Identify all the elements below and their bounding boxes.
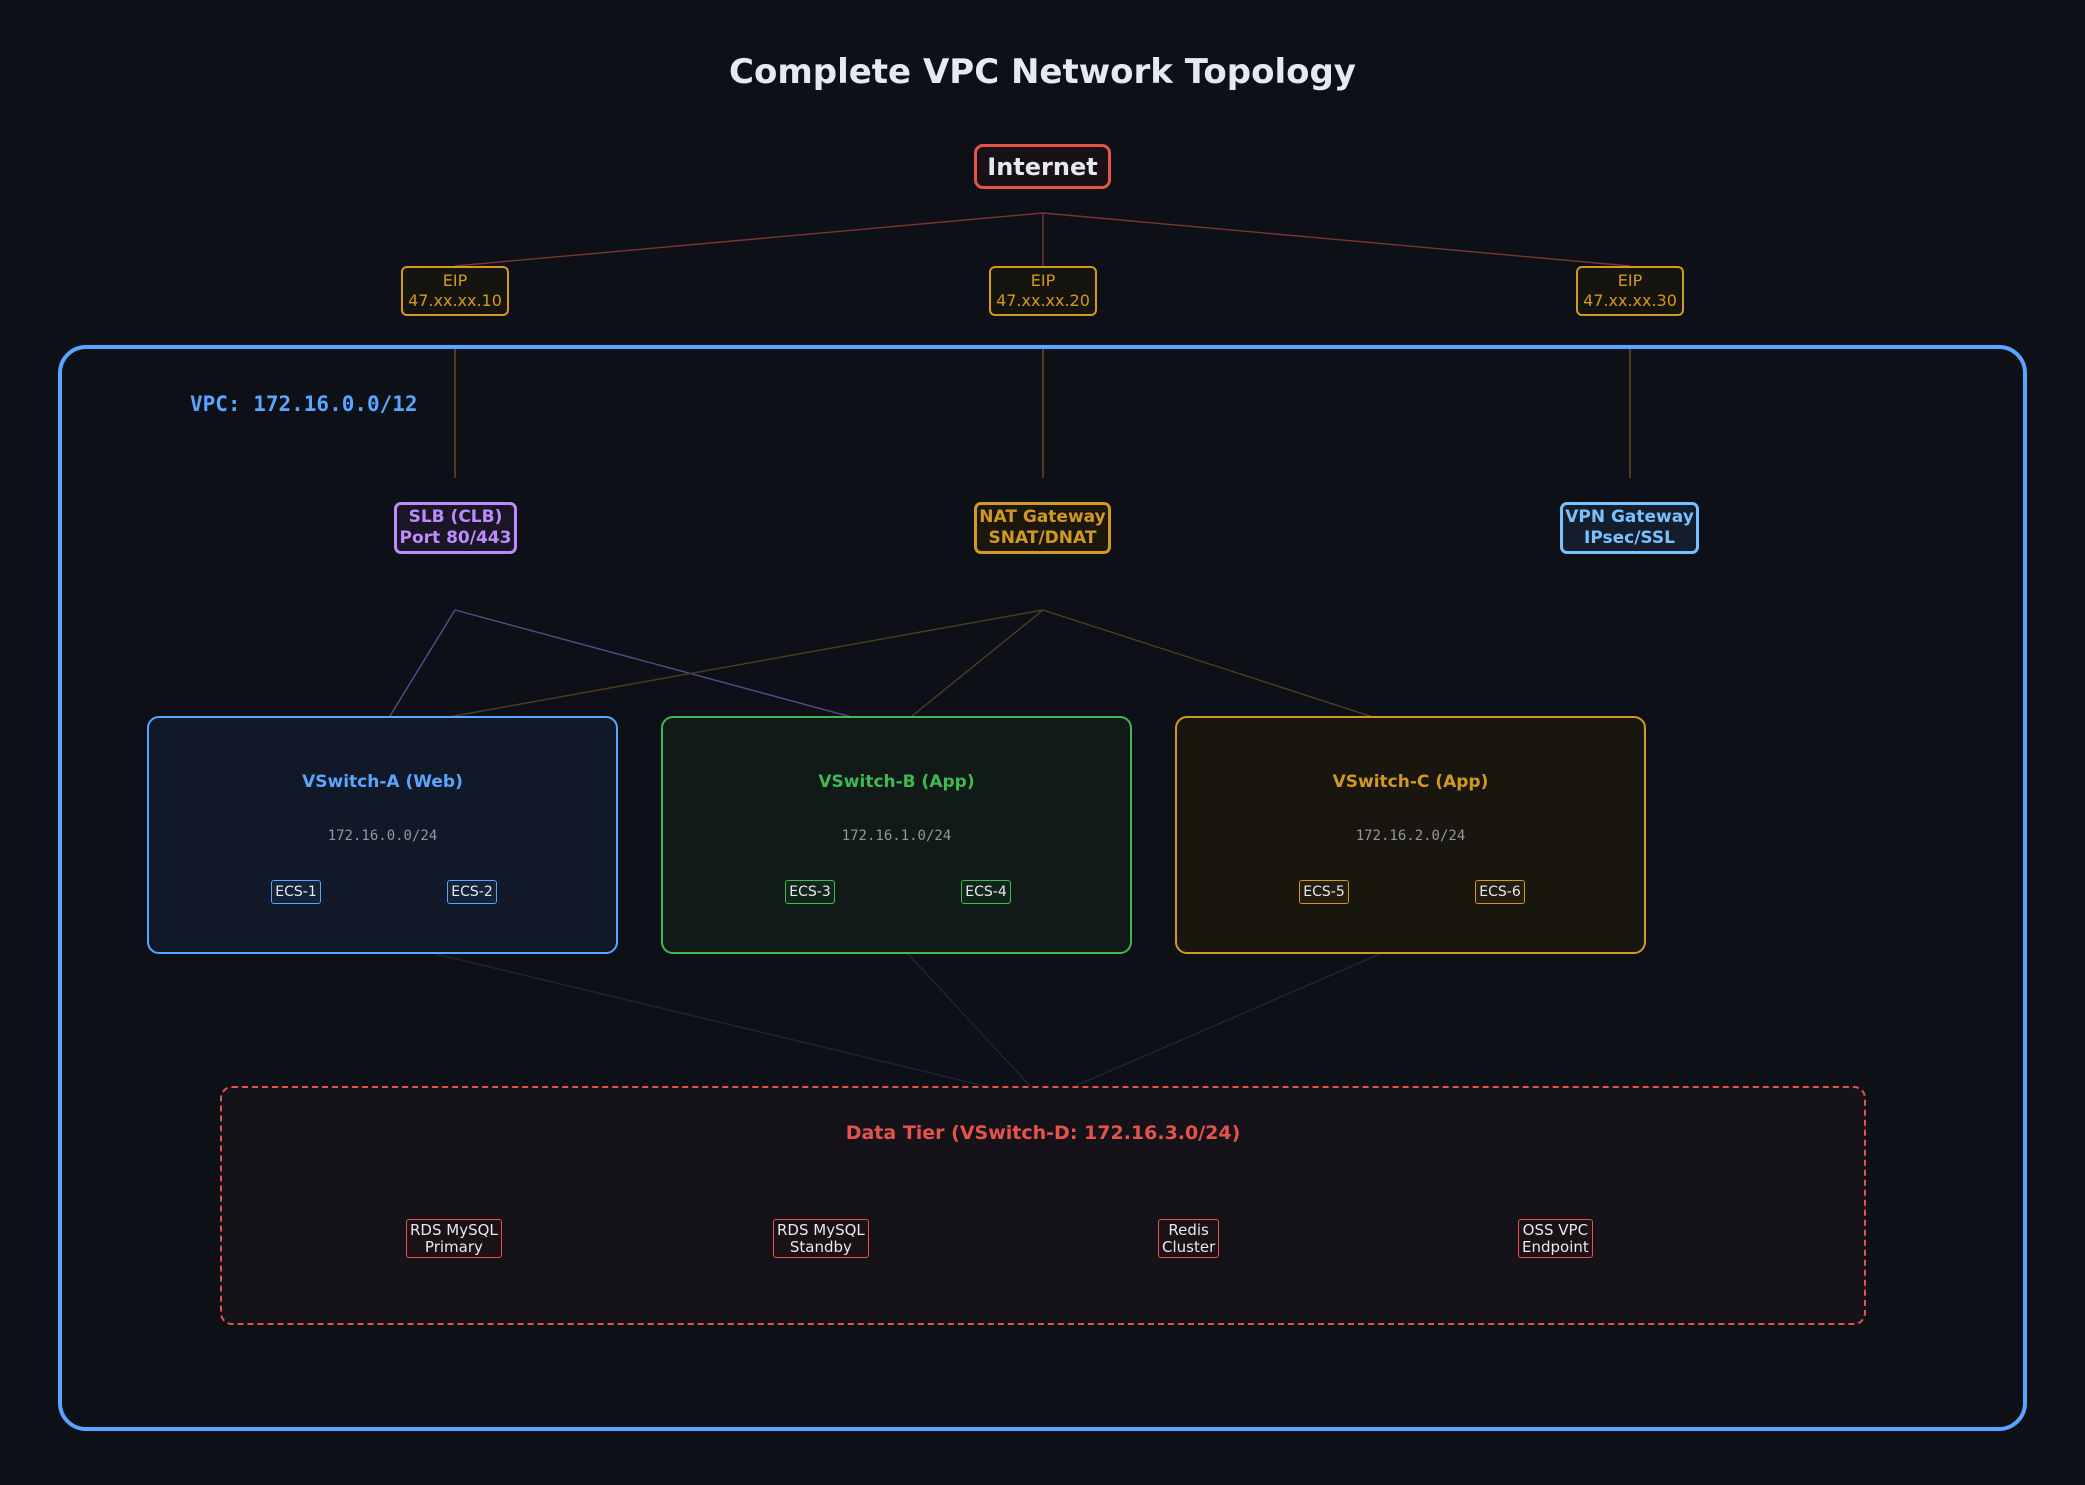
link-vswitch-b-data [895, 940, 1044, 1101]
data-tier-box: Data Tier (VSwitch-D: 172.16.3.0/24) [220, 1086, 1866, 1325]
vswitch-cidr: 172.16.0.0/24 [327, 828, 438, 844]
eip-node-2[interactable]: EIP 47.xx.xx.20 [989, 266, 1097, 316]
vswitch-cidr: 172.16.1.0/24 [841, 828, 952, 844]
internet-node[interactable]: Internet [974, 144, 1111, 189]
vswitch-name: VSwitch-B (App) [818, 772, 975, 792]
vpc-boundary [58, 345, 2027, 1431]
link-slb-vswitch-b [454, 609, 897, 730]
oss-endpoint-node[interactable]: OSS VPC Endpoint [1518, 1219, 1593, 1258]
nat-gateway-node[interactable]: NAT Gateway SNAT/DNAT [974, 502, 1111, 554]
slb-ports: Port 80/443 [399, 528, 512, 548]
vswitch-name: VSwitch-C (App) [1332, 772, 1489, 792]
db-role: Primary [424, 1237, 483, 1256]
vpn-gateway-node[interactable]: VPN Gateway IPsec/SSL [1560, 502, 1699, 554]
slb-gateway-node[interactable]: SLB (CLB) Port 80/443 [394, 502, 517, 554]
db-name: RDS MySQL [777, 1220, 865, 1239]
eip-label: EIP [442, 271, 468, 290]
link-slb-vswitch-a [381, 609, 456, 730]
rds-primary-node[interactable]: RDS MySQL Primary [406, 1219, 502, 1258]
ecs-instance[interactable]: ECS-2 [447, 880, 497, 904]
ecs-instance[interactable]: ECS-3 [785, 880, 835, 904]
link-vswitch-a-data [381, 940, 1044, 1101]
ecs-instance[interactable]: ECS-4 [961, 880, 1011, 904]
eip-address: 47.xx.xx.10 [408, 291, 502, 310]
eip-node-3[interactable]: EIP 47.xx.xx.30 [1576, 266, 1684, 316]
db-name: RDS MySQL [410, 1220, 498, 1239]
link-internet-eip-3 [1042, 212, 1631, 267]
eip-address: 47.xx.xx.20 [996, 291, 1090, 310]
ecs-instance[interactable]: ECS-6 [1475, 880, 1525, 904]
eip-label: EIP [1030, 271, 1056, 290]
vpn-name: VPN Gateway [1565, 507, 1694, 527]
link-internet-eip-1 [454, 212, 1044, 267]
nat-mode: SNAT/DNAT [988, 528, 1097, 548]
link-vswitch-c-data [1042, 940, 1411, 1101]
db-role: Standby [789, 1237, 852, 1256]
diagram-title: Complete VPC Network Topology [729, 52, 1356, 92]
ecs-instance[interactable]: ECS-5 [1299, 880, 1349, 904]
db-role: Endpoint [1522, 1237, 1589, 1256]
eip-label: EIP [1617, 271, 1643, 290]
vswitch-cidr: 172.16.2.0/24 [1355, 828, 1466, 844]
data-tier-label: Data Tier (VSwitch-D: 172.16.3.0/24) [845, 1122, 1241, 1144]
db-role: Cluster [1162, 1237, 1216, 1256]
link-nat-vswitch-b [895, 609, 1044, 730]
vswitch-a-box[interactable]: VSwitch-A (Web) 172.16.0.0/24 ECS-1 ECS-… [147, 716, 618, 954]
eip-node-1[interactable]: EIP 47.xx.xx.10 [401, 266, 509, 316]
db-name: OSS VPC [1522, 1220, 1589, 1239]
rds-standby-node[interactable]: RDS MySQL Standby [773, 1219, 869, 1258]
redis-cluster-node[interactable]: Redis Cluster [1158, 1219, 1220, 1258]
db-name: Redis [1168, 1220, 1209, 1239]
vswitch-name: VSwitch-A (Web) [302, 772, 463, 792]
link-nat-vswitch-a [381, 609, 1044, 730]
ecs-instance[interactable]: ECS-1 [271, 880, 321, 904]
vpn-protocols: IPsec/SSL [1584, 528, 1675, 548]
vswitch-b-box[interactable]: VSwitch-B (App) 172.16.1.0/24 ECS-3 ECS-… [661, 716, 1132, 954]
vswitch-c-box[interactable]: VSwitch-C (App) 172.16.2.0/24 ECS-5 ECS-… [1175, 716, 1646, 954]
slb-name: SLB (CLB) [408, 507, 503, 527]
vpc-label: VPC: 172.16.0.0/12 [190, 392, 418, 416]
eip-address: 47.xx.xx.30 [1583, 291, 1677, 310]
link-nat-vswitch-c [1042, 609, 1411, 730]
nat-name: NAT Gateway [979, 507, 1106, 527]
